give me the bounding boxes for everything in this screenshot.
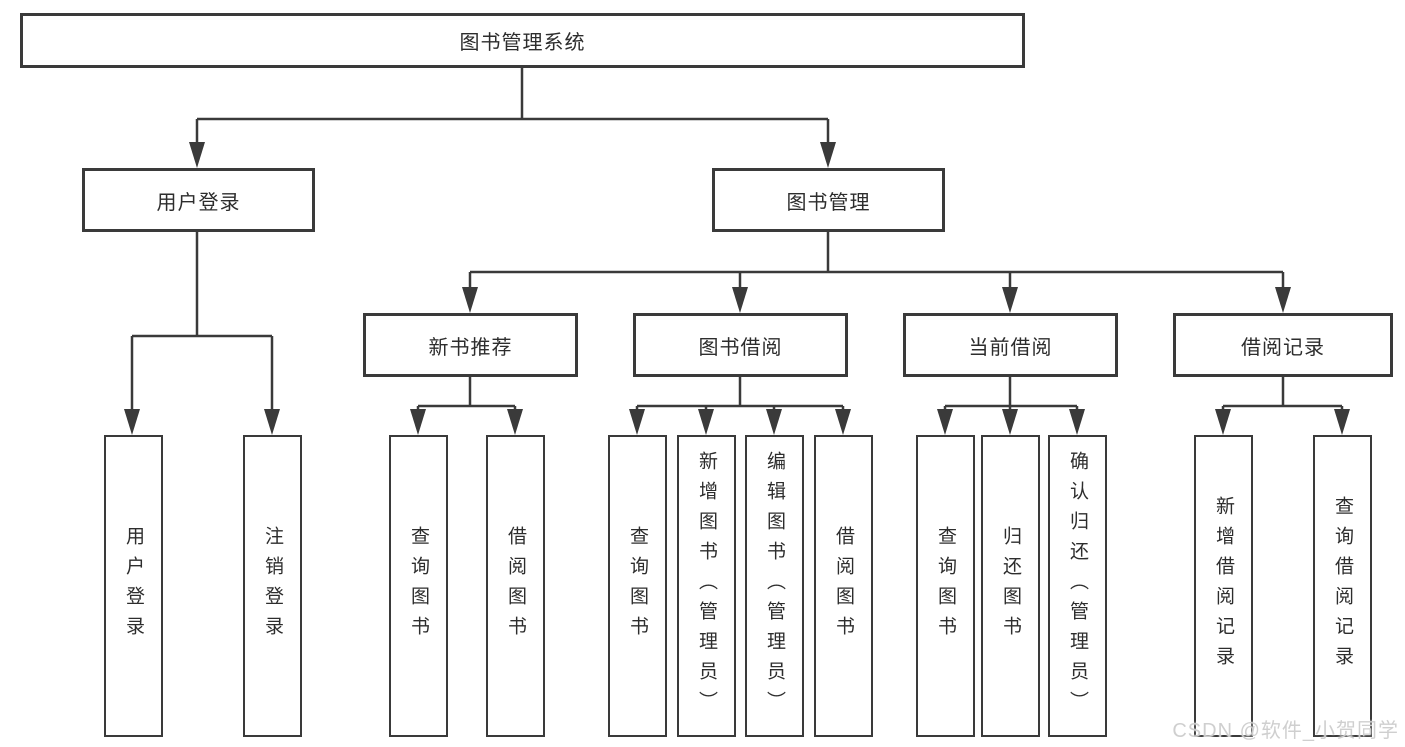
leaf-query-borrow-record-label: 查询借阅记录 <box>1332 496 1353 676</box>
arrow-down-icon <box>1002 409 1018 435</box>
arrow-down-icon <box>766 409 782 435</box>
node-current-borrowing-label: 当前借阅 <box>968 336 1053 359</box>
arrow-down-icon <box>1275 287 1291 313</box>
leaf-query-books-recommend-label: 查询图书 <box>408 526 429 646</box>
node-user-login: 用户登录 <box>82 168 315 232</box>
arrow-down-icon <box>698 409 714 435</box>
leaf-add-books-admin-label: 新增图书（管理员） <box>696 451 717 721</box>
arrow-down-icon <box>1215 409 1231 435</box>
leaf-user-login-label: 用户登录 <box>123 526 144 646</box>
leaf-logout-label: 注销登录 <box>262 526 283 646</box>
leaf-query-books-borrowing: 查询图书 <box>608 435 667 737</box>
csdn-watermark: CSDN @软件_小贺同学 <box>1172 720 1399 742</box>
node-book-management: 图书管理 <box>712 168 945 232</box>
node-book-management-label: 图书管理 <box>786 191 871 214</box>
leaf-confirm-return-admin-label: 确认归还（管理员） <box>1067 451 1088 721</box>
leaf-borrow-books-recommend-label: 借阅图书 <box>505 526 526 646</box>
leaf-return-books: 归还图书 <box>981 435 1040 737</box>
node-user-login-label: 用户登录 <box>156 191 241 214</box>
node-current-borrowing: 当前借阅 <box>903 313 1118 377</box>
leaf-add-borrow-record: 新增借阅记录 <box>1194 435 1253 737</box>
node-root: 图书管理系统 <box>20 13 1025 68</box>
arrow-down-icon <box>1069 409 1085 435</box>
leaf-query-books-current: 查询图书 <box>916 435 975 737</box>
leaf-edit-books-admin-label: 编辑图书（管理员） <box>764 451 785 721</box>
arrow-down-icon <box>835 409 851 435</box>
arrow-down-icon <box>732 287 748 313</box>
arrow-down-icon <box>1334 409 1350 435</box>
leaf-add-books-admin: 新增图书（管理员） <box>677 435 736 737</box>
node-borrowing-records-label: 借阅记录 <box>1241 336 1325 359</box>
node-new-book-recommend: 新书推荐 <box>363 313 578 377</box>
node-book-borrowing-label: 图书借阅 <box>698 336 783 359</box>
leaf-edit-books-admin: 编辑图书（管理员） <box>745 435 804 737</box>
arrow-down-icon <box>264 409 280 435</box>
node-borrowing-records: 借阅记录 <box>1173 313 1393 377</box>
arrow-down-icon <box>937 409 953 435</box>
arrow-down-icon <box>629 409 645 435</box>
leaf-borrow-books-recommend: 借阅图书 <box>486 435 545 737</box>
leaf-add-borrow-record-label: 新增借阅记录 <box>1213 496 1234 676</box>
leaf-confirm-return-admin: 确认归还（管理员） <box>1048 435 1107 737</box>
node-book-borrowing: 图书借阅 <box>633 313 848 377</box>
leaf-query-books-current-label: 查询图书 <box>935 526 956 646</box>
node-new-book-recommend-label: 新书推荐 <box>428 336 513 359</box>
leaf-query-books-borrowing-label: 查询图书 <box>627 526 648 646</box>
arrow-down-icon <box>124 409 140 435</box>
arrow-down-icon <box>410 409 426 435</box>
arrow-down-icon <box>462 287 478 313</box>
leaf-query-books-recommend: 查询图书 <box>389 435 448 737</box>
arrow-down-icon <box>1002 287 1018 313</box>
leaf-query-borrow-record: 查询借阅记录 <box>1313 435 1372 737</box>
leaf-borrow-books-borrowing: 借阅图书 <box>814 435 873 737</box>
leaf-user-login: 用户登录 <box>104 435 163 737</box>
arrow-down-icon <box>820 142 836 168</box>
arrow-down-icon <box>507 409 523 435</box>
leaf-borrow-books-borrowing-label: 借阅图书 <box>833 526 854 646</box>
arrow-down-icon <box>189 142 205 168</box>
node-root-label: 图书管理系统 <box>459 32 586 54</box>
leaf-return-books-label: 归还图书 <box>1000 526 1021 646</box>
leaf-logout: 注销登录 <box>243 435 302 737</box>
